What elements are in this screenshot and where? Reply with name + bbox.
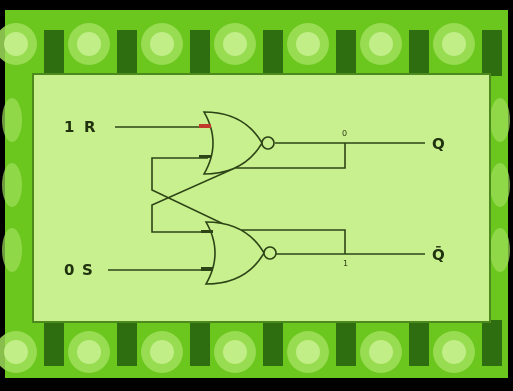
pin-glow-bottom-inner [4, 340, 466, 364]
input-marker-feedback-top [199, 155, 211, 158]
input-marker-r [199, 124, 211, 128]
output-q-label: Q [432, 135, 445, 153]
nor-gate-top [202, 111, 275, 175]
circuit-panel [32, 73, 491, 323]
chip-pins-bottom [44, 320, 502, 366]
marker-qbar-state: 1 [343, 259, 348, 268]
wire-feedback-q [151, 143, 346, 233]
nor-gate-bottom [204, 221, 277, 285]
input-marker-feedback-bottom [201, 230, 213, 233]
input-s-label: S [82, 261, 93, 279]
chip-pins-top [44, 30, 502, 76]
pin-glow-top-inner [4, 32, 466, 56]
output-qbar-label: Q̄ [432, 244, 445, 264]
input-s-value: 0 [64, 261, 74, 279]
side-glow [2, 98, 510, 272]
wire-feedback-qbar [151, 157, 346, 254]
input-marker-s [201, 267, 213, 271]
marker-q-state: 0 [342, 129, 347, 138]
circuit-wires [108, 126, 425, 271]
input-r-label: R [84, 118, 96, 136]
input-r-value: 1 [64, 118, 74, 136]
